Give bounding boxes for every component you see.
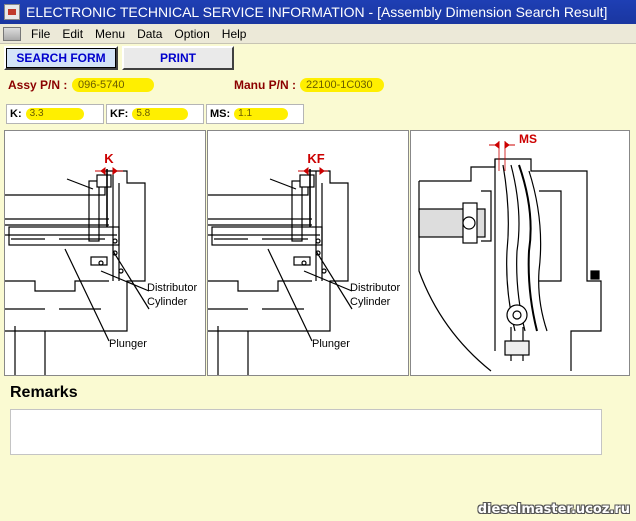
diagram-ms: MS	[418, 132, 602, 372]
menu-edit[interactable]: Edit	[62, 26, 84, 41]
kf-field: KF: 5.8	[106, 104, 204, 124]
label-plunger: Plunger	[109, 338, 147, 350]
k-field: K: 3.3	[6, 104, 104, 124]
dimension-label-ms: MS	[519, 132, 537, 146]
assy-pn-label: Assy P/N :	[8, 78, 68, 92]
print-button[interactable]: PRINT	[122, 46, 234, 70]
k-value: 3.3	[25, 108, 84, 120]
k-label: K:	[10, 108, 22, 120]
figure-panel-kf: KF Distributor Cylinder Plunger	[207, 130, 409, 376]
remarks-field[interactable]	[10, 409, 602, 455]
menu-menu[interactable]: Menu	[95, 26, 126, 41]
part-number-row: Assy P/N : 096-5740 Manu P/N : 22100-1C0…	[0, 74, 636, 96]
dimension-label-k: K	[104, 151, 114, 166]
dimension-label-kf: KF	[307, 151, 324, 166]
label-cylinder: Cylinder	[350, 296, 391, 308]
remarks-title: Remarks	[10, 384, 78, 401]
search-form-button[interactable]: SEARCH FORM	[4, 46, 118, 70]
menu-help[interactable]: Help	[221, 26, 247, 41]
diagram-kf: KF Distributor Cylinder Plunger	[208, 151, 400, 375]
window-title: ELECTRONIC TECHNICAL SERVICE INFORMATION…	[26, 4, 608, 20]
diagram-k: K Distributor Cylinder Plunger	[5, 151, 197, 375]
manu-pn-value: 22100-1C030	[300, 78, 384, 92]
toolbar: SEARCH FORM PRINT	[0, 46, 636, 72]
ms-label: MS:	[210, 108, 231, 120]
ms-value: 1.1	[234, 108, 289, 120]
kf-label: KF:	[110, 108, 129, 120]
menu-file[interactable]: File	[31, 26, 51, 41]
assy-pn-value: 096-5740	[72, 78, 154, 92]
document-icon[interactable]	[3, 26, 21, 41]
dimension-fields: K: 3.3 KF: 5.8 MS: 1.1	[0, 104, 636, 126]
kf-value: 5.8	[132, 108, 189, 120]
watermark: dieselmaster.ucoz.ru	[477, 502, 630, 517]
label-plunger: Plunger	[312, 338, 350, 350]
menu-data[interactable]: Data	[137, 26, 163, 41]
menu-bar: File Edit Menu Data Option Help	[0, 24, 636, 44]
title-bar: ELECTRONIC TECHNICAL SERVICE INFORMATION…	[0, 0, 636, 24]
manu-pn-label: Manu P/N :	[234, 78, 296, 92]
ms-field: MS: 1.1	[206, 104, 304, 124]
label-cylinder: Cylinder	[147, 296, 188, 308]
figure-panel-k: K Distributor Cylinder Plunger	[4, 130, 206, 376]
label-distributor: Distributor	[147, 282, 197, 294]
label-distributor: Distributor	[350, 282, 400, 294]
menu-option[interactable]: Option	[174, 26, 210, 41]
figure-panel-ms: MS	[410, 130, 630, 376]
app-icon[interactable]	[4, 4, 20, 20]
